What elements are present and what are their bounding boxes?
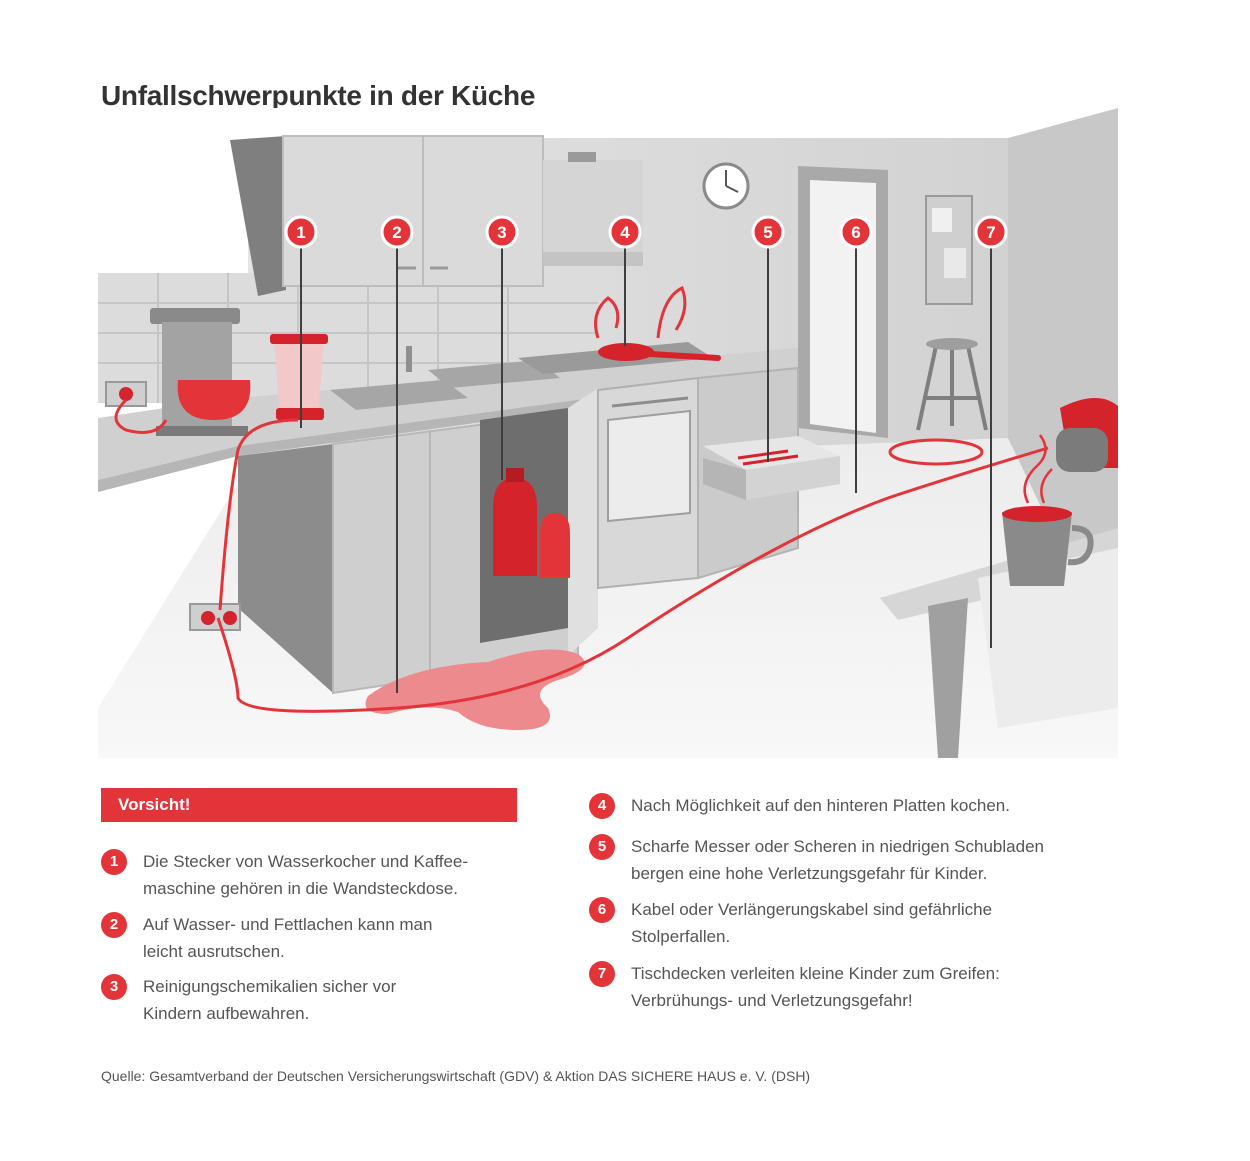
hint-6: 6 Kabel oder Verlängerungskabel sind gef…: [589, 896, 1149, 950]
hint-2: 2 Auf Wasser- und Fettlachen kann man le…: [101, 911, 541, 965]
marker-circle: [608, 215, 642, 249]
tablecloth: [978, 548, 1118, 728]
marker-label: 3: [497, 223, 506, 242]
lower-cabinet-side: [238, 444, 333, 693]
hint-number-badge: 6: [589, 897, 615, 923]
marker-circle: [380, 215, 414, 249]
hint-5: 5 Scharfe Messer oder Scheren in niedrig…: [589, 833, 1149, 887]
vacuum-cleaner: [1056, 398, 1118, 472]
marker-label: 6: [851, 223, 860, 242]
marker-circle: [485, 215, 519, 249]
spray-bottle: [540, 513, 570, 578]
marker-label: 2: [392, 223, 401, 242]
marker-label: 4: [620, 223, 630, 242]
knives: [737, 449, 789, 460]
countertop: [98, 348, 798, 480]
stool: [916, 345, 988, 431]
upper-cabinets: [282, 135, 544, 287]
hint-number-badge: 5: [589, 834, 615, 860]
marker-label: 5: [763, 223, 772, 242]
extension-cable: [216, 446, 1049, 713]
marker-2: 2: [380, 215, 414, 249]
socket-lower: [189, 603, 241, 631]
marker-1: 1: [284, 215, 318, 249]
hint-number-badge: 3: [101, 974, 127, 1000]
cleaning-bottle: [493, 478, 537, 576]
upper-cabinet-side: [230, 136, 286, 296]
hint-7: 7 Tischdecken verleiten kleine Kinder zu…: [589, 960, 1149, 1014]
hint-1: 1 Die Stecker von Wasserkocher und Kaffe…: [101, 848, 541, 902]
marker-circle: [839, 215, 873, 249]
marker-5: 5: [751, 215, 785, 249]
page-title: Unfallschwerpunkte in der Küche: [101, 80, 536, 111]
coffee-machine: [150, 308, 251, 436]
warning-banner: Vorsicht!: [101, 788, 517, 822]
sink-left: [330, 380, 468, 410]
hint-text: Die Stecker von Wasserkocher und Kaffee-…: [143, 852, 469, 898]
puddle: [365, 649, 585, 730]
kitchen-illustration: 1 2 3 4 5 6 7: [98, 108, 1118, 758]
marker-3: 3: [485, 215, 519, 249]
marker-4: 4: [608, 215, 642, 249]
kettle: [270, 334, 328, 420]
marker-label: 1: [296, 223, 305, 242]
hint-3: 3 Reinigungschemikalien sicher vor Kinde…: [101, 973, 541, 1027]
marker-circle: [974, 215, 1008, 249]
hint-number-badge: 2: [101, 912, 127, 938]
hint-text: Auf Wasser- und Fettlachen kann man leic…: [143, 915, 433, 961]
hint-text: Tischdecken verleiten kleine Kinder zum …: [631, 964, 1000, 1010]
hint-number-badge: 7: [589, 961, 615, 987]
hint-4: 4 Nach Möglichkeit auf den hinteren Plat…: [589, 792, 1149, 819]
hint-number-badge: 4: [589, 793, 615, 819]
frying-pan: [594, 285, 721, 361]
marker-circle: [284, 215, 318, 249]
source-note: Quelle: Gesamtverband der Deutschen Vers…: [101, 1068, 811, 1084]
hint-text: Kabel oder Verlängerungskabel sind gefäh…: [631, 900, 993, 946]
sink-right: [428, 360, 560, 388]
marker-label: 7: [986, 223, 995, 242]
hint-text: Scharfe Messer oder Scheren in niedrigen…: [631, 837, 1044, 883]
marker-6: 6: [839, 215, 873, 249]
marker-circle: [751, 215, 785, 249]
hint-number-badge: 1: [101, 849, 127, 875]
hot-cup: [1002, 434, 1094, 586]
marker-7: 7: [974, 215, 1008, 249]
hint-text: Reinigungschemikalien sicher vor Kindern…: [143, 977, 397, 1023]
hint-text: Nach Möglichkeit auf den hinteren Platte…: [631, 796, 1010, 815]
